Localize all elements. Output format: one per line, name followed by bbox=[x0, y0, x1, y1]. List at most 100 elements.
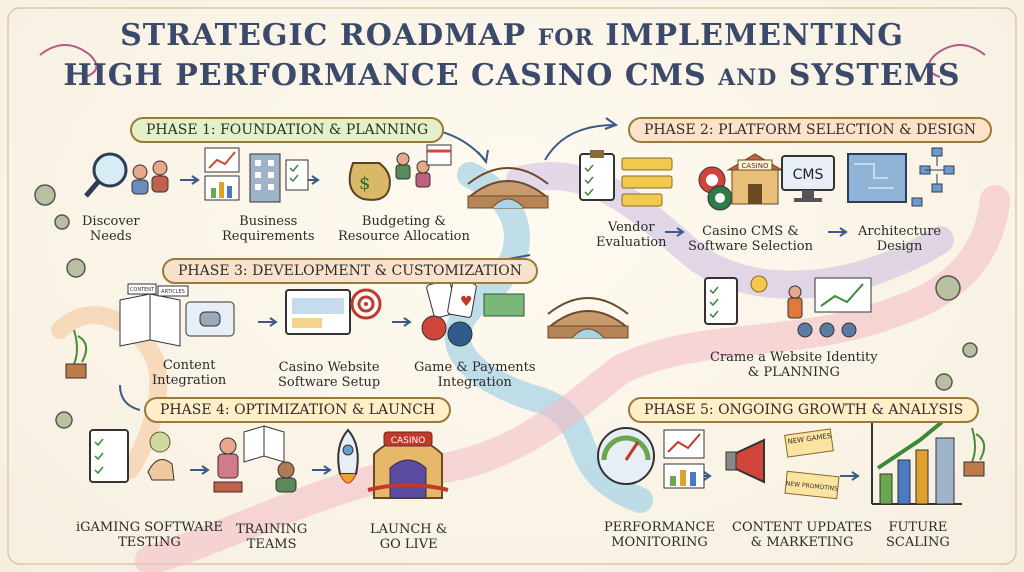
gauge-chart-icon bbox=[597, 427, 705, 489]
blueprint-flowchart-icon bbox=[847, 147, 955, 207]
step-label-line: Crame a Website Identity bbox=[710, 350, 878, 365]
step-label-line: Needs bbox=[89, 229, 132, 244]
title-part: IMPLEMENTING bbox=[605, 18, 904, 53]
testing-checklist-icon bbox=[89, 429, 175, 483]
gear-icon bbox=[55, 411, 73, 429]
clipboard-rating-icon bbox=[579, 150, 673, 207]
title-part: STRATEGIC ROADMAP bbox=[120, 18, 527, 53]
arrow-icon bbox=[119, 384, 141, 411]
step-launch: LAUNCH &GO LIVE bbox=[370, 522, 447, 552]
gear-icon bbox=[34, 184, 56, 206]
cms-label: CMS bbox=[793, 167, 824, 183]
step-label-line: MONITORING bbox=[611, 535, 708, 550]
arrow-icon bbox=[258, 317, 278, 327]
phase-1-banner: PHASE 1: FOUNDATION & PLANNING bbox=[130, 117, 445, 143]
step-label-line: Requirements bbox=[222, 229, 315, 244]
megaphone-icon: NEW GAMES NEW PROMOTINS bbox=[725, 428, 840, 500]
gear-icon bbox=[935, 373, 953, 391]
step-label-line: Budgeting & bbox=[361, 214, 446, 229]
page-title-line1: STRATEGIC ROADMAP FOR IMPLEMENTING bbox=[0, 18, 1024, 53]
step-label-line: GO LIVE bbox=[379, 537, 438, 552]
cms-monitor-icon: CMS bbox=[781, 155, 835, 202]
step-label-line: & MARKETING bbox=[750, 535, 854, 550]
step-label-line: Integration bbox=[152, 373, 227, 388]
gear-icon bbox=[935, 275, 961, 301]
phase-5-banner: PHASE 5: ONGOING GROWTH & ANALYSIS bbox=[628, 397, 980, 423]
step-label-line: SCALING bbox=[886, 535, 950, 550]
page-title-line2: HIGH PERFORMANCE CASINO CMS AND SYSTEMS bbox=[0, 58, 1024, 93]
step-label-line: LAUNCH & bbox=[370, 522, 448, 537]
rocket-icon bbox=[337, 428, 359, 484]
flourish-top-left bbox=[39, 44, 98, 78]
step-label-line: iGAMING SOFTWARE bbox=[76, 520, 223, 535]
training-book-icon bbox=[213, 425, 297, 493]
step-label-line: Vendor bbox=[607, 220, 655, 235]
step-website-identity: Crame a Website Identity& PLANNING bbox=[710, 350, 878, 380]
bridge-icon bbox=[467, 167, 549, 209]
step-label-line: Architecture bbox=[858, 224, 942, 239]
arrow-icon bbox=[477, 149, 489, 165]
flourish-top-right bbox=[927, 44, 986, 78]
step-label-line: FUTURE bbox=[888, 520, 948, 535]
step-label-line: Software Setup bbox=[278, 375, 381, 390]
step-label-line: Design bbox=[876, 239, 923, 254]
checklist-presentation-icon bbox=[704, 275, 872, 338]
arrow-icon bbox=[392, 317, 412, 327]
casino-sign: CASINO bbox=[742, 162, 769, 170]
arrow-icon bbox=[544, 124, 616, 161]
step-label-line: Casino Website bbox=[278, 360, 380, 375]
step-label-line: Content bbox=[162, 358, 216, 373]
bridge-icon bbox=[547, 297, 629, 339]
content-tag: CONTENT bbox=[130, 287, 155, 293]
step-budgeting: Budgeting &Resource Allocation bbox=[338, 214, 470, 244]
growth-chart-icon bbox=[871, 420, 962, 505]
arrow-icon bbox=[840, 471, 860, 481]
step-label-line: TEAMS bbox=[246, 537, 297, 552]
phase-3-banner: PHASE 3: DEVELOPMENT & CUSTOMIZATION bbox=[162, 258, 538, 284]
magnifier-people-icon bbox=[84, 152, 169, 198]
gear-icon bbox=[54, 214, 70, 230]
website-target-icon bbox=[285, 288, 382, 335]
step-label-line: Evaluation bbox=[596, 235, 667, 250]
title-part: AND bbox=[718, 65, 778, 91]
cards-chips-money-icon: ♥ bbox=[421, 279, 525, 347]
casino-arch-sign: CASINO bbox=[391, 436, 426, 446]
title-part: FOR bbox=[537, 25, 594, 51]
gamepad-icon bbox=[199, 311, 221, 327]
step-label-line: Discover bbox=[82, 214, 140, 229]
casino-gate-icon: CASINO bbox=[367, 431, 449, 499]
content-book-icon: CONTENT ARTICLES bbox=[119, 283, 235, 347]
decorations bbox=[34, 184, 978, 429]
step-label-line: Game & Payments bbox=[414, 360, 536, 375]
building-checklist-icon bbox=[249, 153, 309, 203]
step-content-marketing: CONTENT UPDATES& MARKETING bbox=[732, 520, 872, 550]
step-label-line: Business bbox=[239, 214, 298, 229]
arrow-icon bbox=[828, 227, 848, 237]
step-label-line: Resource Allocation bbox=[338, 229, 470, 244]
step-label-line: Integration bbox=[437, 375, 512, 390]
step-label-line: TRAINING bbox=[236, 522, 308, 537]
plant-pot-icon bbox=[963, 427, 986, 477]
arrow-icon bbox=[180, 175, 200, 185]
phase-4-banner: PHASE 4: OPTIMIZATION & LAUNCH bbox=[144, 397, 452, 423]
title-part: SYSTEMS bbox=[788, 58, 961, 93]
path-rainbow bbox=[135, 185, 1010, 572]
dollar-icon: $ bbox=[359, 173, 370, 194]
river bbox=[444, 162, 653, 513]
path-left bbox=[51, 306, 168, 479]
charts-document-icon bbox=[204, 147, 240, 201]
step-cms-selection: Casino CMS &Software Selection bbox=[688, 224, 813, 254]
money-bag-team-icon: $ bbox=[348, 144, 452, 201]
casino-building-icon: CASINO bbox=[698, 153, 784, 211]
